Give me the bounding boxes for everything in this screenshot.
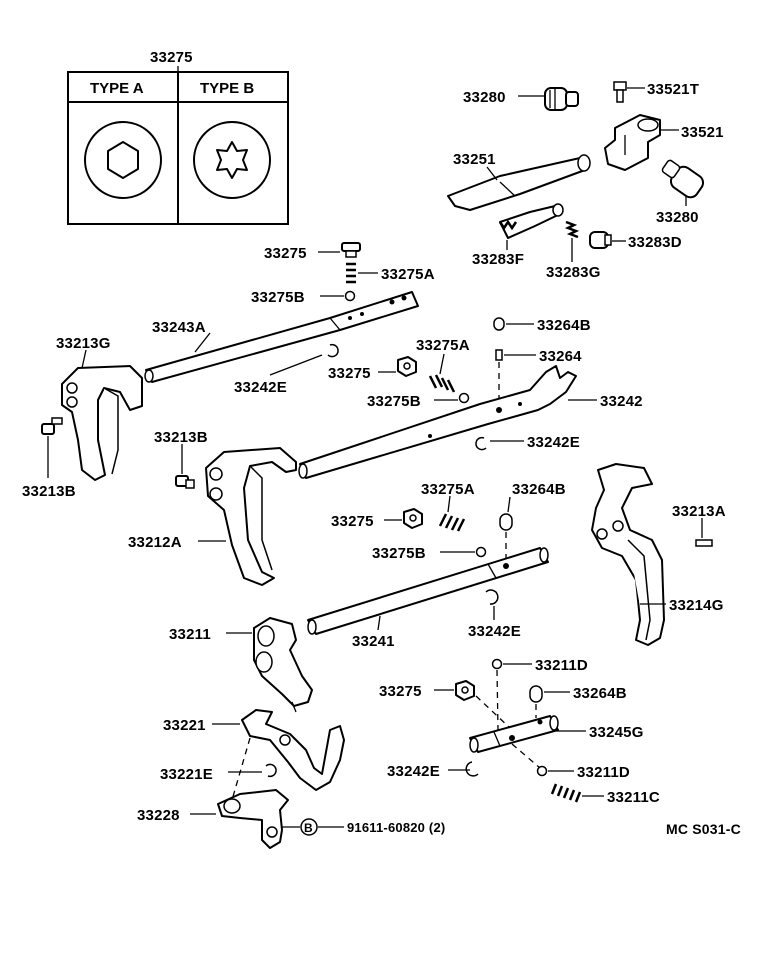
b-marker-label: B: [304, 821, 313, 835]
type-b-header: TYPE B: [200, 80, 254, 97]
ball-33275B-a: [344, 290, 356, 302]
label-33241: 33241: [352, 633, 395, 650]
clip-33242E-c: [485, 589, 499, 605]
label-33242E-c: 33242E: [468, 623, 521, 640]
label-33280-right: 33280: [656, 209, 699, 226]
label-33213G: 33213G: [56, 335, 111, 352]
bolt-33213B-left: [41, 417, 63, 435]
spring-33275A-a: [346, 262, 356, 284]
ball-33211D-b: [536, 765, 548, 777]
bolt-33275-b: [397, 356, 417, 377]
label-33264: 33264: [539, 348, 582, 365]
label-33275B-c: 33275B: [372, 545, 426, 562]
label-33275B-b: 33275B: [367, 393, 421, 410]
fork-33213G: [61, 365, 143, 481]
lever-33221: [241, 709, 345, 791]
label-33212A: 33212A: [128, 534, 182, 551]
ball-33275B-c: [475, 546, 487, 558]
bolt-33275-a: [341, 242, 361, 258]
label-33242: 33242: [600, 393, 643, 410]
label-33264B-c: 33264B: [573, 685, 627, 702]
label-33221: 33221: [163, 717, 206, 734]
label-33211: 33211: [169, 626, 211, 643]
label-33521: 33521: [681, 124, 724, 141]
label-33283F: 33283F: [472, 251, 524, 268]
clip-33221E: [265, 763, 277, 778]
label-33211D-a: 33211D: [535, 657, 588, 674]
bolt-33275-d: [455, 680, 475, 701]
inset-box: 33275 TYPE A TYPE B: [67, 49, 289, 225]
label-33242E-b: 33242E: [527, 434, 580, 451]
label-33275-b: 33275: [328, 365, 371, 382]
shaft-33242: [298, 365, 577, 479]
label-33275-d: 33275: [379, 683, 422, 700]
lever-shaft-33251: [447, 154, 591, 211]
shaft-33245G: [469, 715, 559, 753]
pin-33264B-b: [499, 513, 513, 531]
inset-part-label: 33275: [150, 49, 193, 66]
label-33213B-left: 33213B: [22, 483, 76, 500]
label-33264B-b: 33264B: [512, 481, 566, 498]
shift-head-33211: [253, 617, 313, 713]
pin-33264B-a: [493, 317, 505, 331]
pin-33213A: [695, 539, 713, 547]
label-33228: 33228: [137, 807, 180, 824]
bolt-33275-c: [403, 508, 423, 529]
label-33521T: 33521T: [647, 81, 699, 98]
ball-33275B-b: [458, 392, 470, 404]
label-33280-top: 33280: [463, 89, 506, 106]
label-33283D: 33283D: [628, 234, 682, 251]
fork-33212A: [205, 447, 297, 586]
label-33245G: 33245G: [589, 724, 644, 741]
plug-33280-top: [544, 87, 579, 111]
diagram-reference-code: MC S031-C: [666, 821, 741, 837]
clip-33242E-d: [465, 761, 479, 777]
spring-33211C: [550, 783, 582, 803]
label-33213B-center: 33213B: [154, 429, 208, 446]
label-33211C: 33211C: [607, 789, 660, 806]
label-33242E-a: 33242E: [234, 379, 287, 396]
label-33221E: 33221E: [160, 766, 213, 783]
shaft-33243A: [144, 291, 419, 383]
label-33275B-a: 33275B: [251, 289, 305, 306]
bolt-91611-marker: B: [300, 818, 318, 836]
label-33275-a: 33275: [264, 245, 307, 262]
label-33264B-a: 33264B: [537, 317, 591, 334]
fork-33214G: [591, 463, 665, 646]
label-33275A-c: 33275A: [421, 481, 475, 498]
label-33283G: 33283G: [546, 264, 601, 281]
type-a-header: TYPE A: [90, 80, 144, 97]
torx-socket-icon: [193, 121, 271, 199]
label-33242E-d: 33242E: [387, 763, 440, 780]
label-33213A: 33213A: [672, 503, 726, 520]
ball-33211D-a: [491, 658, 503, 670]
bracket-33228: [217, 789, 289, 849]
label-33275A-a: 33275A: [381, 266, 435, 283]
hex-socket-icon: [84, 121, 162, 199]
clip-33242E-b: [475, 436, 487, 451]
clip-33242E-a: [327, 343, 339, 358]
spring-33275A-c: [438, 513, 466, 532]
spring-33275A-b: [428, 374, 456, 393]
plunger-33283F: [498, 203, 564, 239]
label-33211D-b: 33211D: [577, 764, 630, 781]
bracket-33521: [604, 114, 661, 171]
bolt-33213B-center: [175, 475, 195, 489]
label-33243A: 33243A: [152, 319, 206, 336]
label-33251: 33251: [453, 151, 496, 168]
label-33214G: 33214G: [669, 597, 724, 614]
label-91611-60820: 91611-60820 (2): [347, 820, 445, 835]
shaft-33241: [307, 547, 549, 635]
plug-33283D: [589, 231, 612, 249]
label-33275A-b: 33275A: [416, 337, 470, 354]
bolt-33521T: [613, 81, 627, 103]
pin-33264: [495, 349, 503, 361]
spring-33283G: [564, 220, 580, 239]
plug-33280-right: [661, 159, 705, 199]
label-33275-c: 33275: [331, 513, 374, 530]
pin-33264B-c: [529, 685, 543, 703]
